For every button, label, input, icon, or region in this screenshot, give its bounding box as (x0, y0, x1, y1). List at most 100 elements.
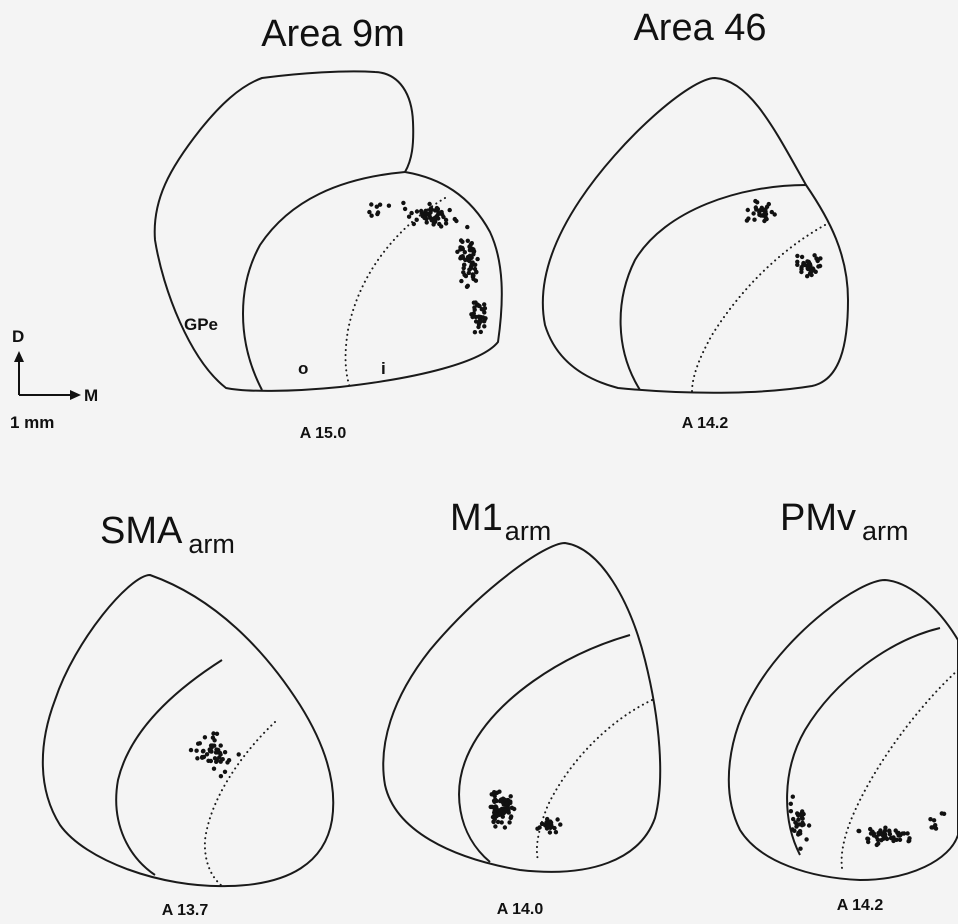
labeled-neuron-dot (812, 253, 816, 257)
labeled-neuron-dot (437, 222, 441, 226)
labeled-neuron-dot (473, 300, 477, 304)
gpe-outline (729, 580, 958, 880)
labeled-neuron-dot (473, 267, 477, 271)
labeled-neuron-dot (424, 209, 428, 213)
labeled-neuron-dot (746, 216, 750, 220)
labeled-neuron-dot (467, 271, 471, 275)
labeled-neuron-dot (762, 219, 766, 223)
labeled-neuron-dot (463, 250, 467, 254)
labeled-neuron-dot (401, 201, 405, 205)
labeled-neuron-dot (493, 824, 497, 828)
labeled-neuron-dot (212, 738, 216, 742)
labeled-neuron-dot (465, 225, 469, 229)
labeled-neuron-dot (444, 218, 448, 222)
labeled-neuron-dot (791, 795, 795, 799)
medial-arrowhead-icon (70, 390, 81, 400)
labeled-neuron-dot (460, 240, 464, 244)
labeled-neuron-dot (227, 758, 231, 762)
labeled-neuron-dot (753, 199, 757, 203)
labeled-neuron-dot (435, 206, 439, 210)
gpe-outline (383, 543, 660, 872)
labeled-neuron-dot (810, 269, 814, 273)
labeled-neuron-dot (765, 205, 769, 209)
labeled-neuron-dot (799, 267, 803, 271)
labeled-neuron-dot (482, 302, 486, 306)
panel-area-46: Area 46 A 14.2 (543, 7, 848, 432)
labeled-neuron-dot (415, 218, 419, 222)
labeled-neuron-dot (493, 794, 497, 798)
labeled-neuron-dot (558, 822, 562, 826)
labeled-neuron-cluster (189, 731, 241, 778)
labeled-neuron-dot (795, 811, 799, 815)
labeled-neuron-dot (877, 832, 881, 836)
labeled-neuron-dot (422, 216, 426, 220)
labeled-neuron-dot (479, 330, 483, 334)
labeled-neuron-dot (512, 807, 516, 811)
panel-title: PMvarm (780, 497, 909, 546)
labeled-neuron-dot (883, 826, 887, 830)
panel-pmv-arm: PMvarm A 14.2 (729, 497, 958, 914)
panel-coordinate: A 14.2 (837, 897, 884, 914)
labeled-neuron-dot (503, 825, 507, 829)
inner-outer-division (692, 225, 825, 392)
labeled-neuron-dot (546, 824, 550, 828)
labeled-neuron-dot (448, 208, 452, 212)
labeled-neuron-dot (219, 774, 223, 778)
scale-bar-label: 1 mm (10, 413, 54, 432)
labeled-neuron-dot (797, 831, 801, 835)
labeled-neuron-dot (189, 748, 193, 752)
gpe-gpi-border (621, 185, 806, 390)
labeled-neuron-dot (491, 820, 495, 824)
labeled-neuron-dot (929, 825, 933, 829)
labeled-neuron-dot (466, 255, 470, 259)
labeled-neuron-dot (495, 813, 499, 817)
labeled-neuron-dot (369, 214, 373, 218)
labeled-neuron-dot (504, 802, 508, 806)
labeled-neuron-dot (814, 270, 818, 274)
labeled-neuron-dot (407, 215, 411, 219)
labeled-neuron-dot (221, 757, 225, 761)
labeled-neuron-dot (804, 837, 808, 841)
labeled-neuron-dot (223, 750, 227, 754)
labeled-neuron-dot (433, 216, 437, 220)
labeled-neuron-dot (790, 827, 794, 831)
panel-title: Area 9m (261, 13, 405, 55)
panel-area-9m: Area 9m GPe o i A 15.0 (155, 13, 502, 442)
labeled-neuron-dot (789, 802, 793, 806)
labeled-neuron-dot (866, 837, 870, 841)
labeled-neuron-dot (482, 324, 486, 328)
labeled-neuron-cluster (367, 201, 488, 335)
labeled-neuron-dot (194, 749, 198, 753)
labeled-neuron-dot (454, 219, 458, 223)
gpe-gpi-border (459, 635, 630, 862)
labeled-neuron-dot (746, 208, 750, 212)
labeled-neuron-dot (469, 312, 473, 316)
labeled-neuron-cluster (745, 199, 823, 278)
panel-coordinate: A 14.2 (682, 415, 729, 432)
labeled-neuron-dot (555, 817, 559, 821)
labeled-neuron-dot (459, 279, 463, 283)
labeled-neuron-dot (818, 256, 822, 260)
labeled-neuron-dot (215, 758, 219, 762)
labeled-neuron-cluster (789, 795, 947, 851)
labeled-neuron-dot (462, 273, 466, 277)
labeled-neuron-dot (201, 749, 205, 753)
labeled-neuron-dot (430, 208, 434, 212)
labeled-neuron-dot (878, 828, 882, 832)
labeled-neuron-dot (436, 212, 440, 216)
labeled-neuron-dot (218, 751, 222, 755)
labeled-neuron-dot (483, 306, 487, 310)
labeled-neuron-dot (932, 818, 936, 822)
labeled-neuron-dot (869, 831, 873, 835)
labeled-neuron-dot (942, 812, 946, 816)
labeled-neuron-dot (462, 263, 466, 267)
labeled-neuron-dot (795, 254, 799, 258)
labeled-neuron-dot (412, 222, 416, 226)
labeled-neuron-dot (509, 814, 513, 818)
labeled-neuron-dot (907, 836, 911, 840)
labeled-neuron-dot (492, 790, 496, 794)
gpe-outline (543, 78, 848, 393)
labeled-neuron-dot (475, 257, 479, 261)
